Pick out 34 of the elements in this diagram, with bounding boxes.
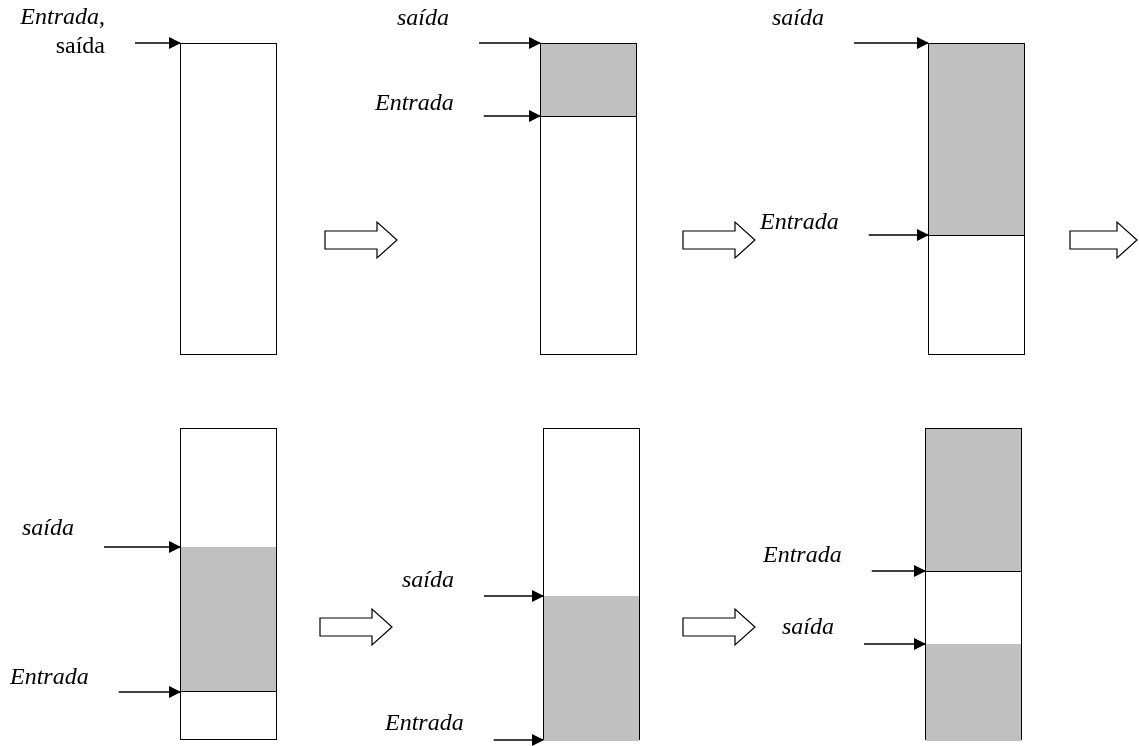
- buffer-column: [180, 43, 277, 355]
- pointer-arrow: [867, 229, 929, 241]
- pointer-label: Entrada: [385, 708, 464, 737]
- pointer-arrow: [478, 37, 541, 49]
- pointer-arrow: [482, 110, 541, 122]
- pointer-arrow: [853, 37, 929, 49]
- buffer-column: [928, 43, 1025, 355]
- pointer-label: Entrada: [763, 540, 842, 569]
- pointer-label: saída: [402, 565, 454, 594]
- filled-segment: [541, 44, 636, 117]
- buffer-column: [543, 428, 640, 740]
- pointer-label: Entrada: [760, 207, 839, 236]
- pointer-arrow: [492, 734, 544, 746]
- filled-segment: [181, 547, 276, 692]
- pointer-arrow: [117, 686, 181, 698]
- pointer-label: saída: [22, 513, 74, 542]
- pointer-label: Entrada: [375, 88, 454, 117]
- buffer-column: [180, 428, 277, 740]
- filled-segment: [926, 644, 1021, 741]
- pointer-label: Entrada, saída: [0, 2, 105, 60]
- pointer-label: saída: [772, 3, 824, 32]
- pointer-arrow: [134, 37, 181, 49]
- filled-segment: [926, 429, 1021, 572]
- pointer-arrow: [103, 541, 181, 553]
- buffer-column: [540, 43, 637, 355]
- pointer-label: saída: [782, 612, 834, 641]
- pointer-arrow: [863, 638, 926, 650]
- pointer-label: saída: [397, 3, 449, 32]
- buffer-column: [925, 428, 1022, 740]
- pointer-arrow: [870, 565, 926, 577]
- pointer-arrow: [483, 590, 544, 602]
- filled-segment: [544, 596, 639, 741]
- filled-segment: [929, 44, 1024, 236]
- pointer-label: Entrada: [10, 662, 89, 691]
